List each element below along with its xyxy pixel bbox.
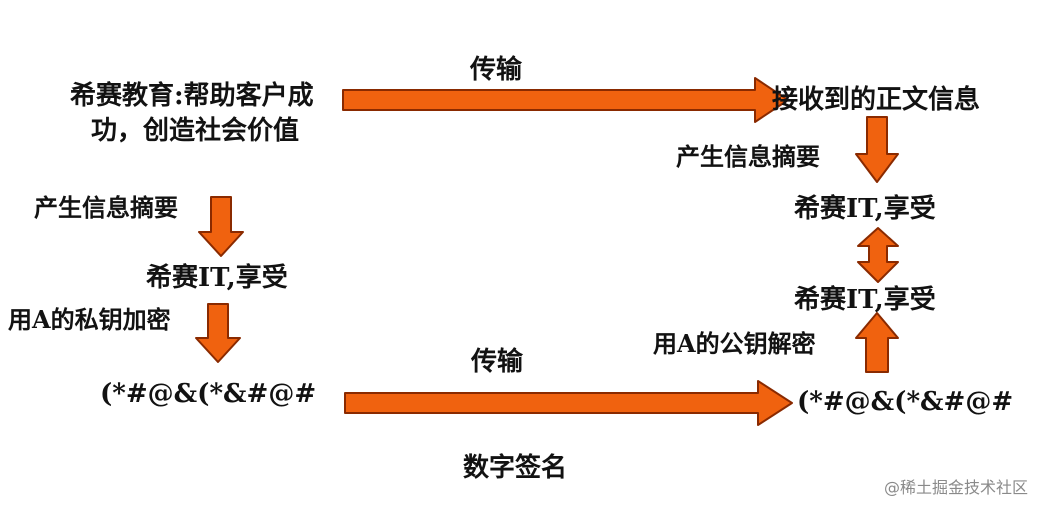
ciphertext-right: (*#@&(*&#@# bbox=[797, 387, 1014, 417]
message-digest-left: 希赛IT,享受 bbox=[146, 263, 288, 293]
computed-digest-right: 希赛IT,享受 bbox=[794, 194, 936, 224]
decrypt-public-key-label: 用A的公钥解密 bbox=[653, 329, 816, 358]
original-message-line-1: 希赛教育:帮助客户成 bbox=[70, 81, 314, 111]
original-message-line-2: 功，创造社会价值 bbox=[91, 116, 300, 146]
ciphertext-left: (*#@&(*&#@# bbox=[100, 379, 317, 409]
down-arrow-left-2 bbox=[195, 303, 241, 363]
digital-signature-caption: 数字签名 bbox=[463, 453, 568, 483]
down-arrow-left-1 bbox=[198, 196, 244, 257]
down-arrow-right bbox=[855, 116, 899, 183]
encrypt-private-key-label: 用A的私钥加密 bbox=[8, 305, 171, 334]
generate-digest-label-right: 产生信息摘要 bbox=[676, 142, 820, 171]
transfer-label-bottom: 传输 bbox=[471, 347, 524, 377]
transfer-label-top: 传输 bbox=[470, 55, 523, 85]
received-message: 接收到的正文信息 bbox=[772, 85, 981, 115]
decrypted-digest-right: 希赛IT,享受 bbox=[794, 285, 936, 315]
transfer-arrow-top bbox=[342, 77, 789, 123]
compare-double-arrow bbox=[857, 227, 899, 283]
up-arrow-right bbox=[855, 312, 899, 373]
watermark: @稀土掘金技术社区 bbox=[883, 478, 1028, 497]
transfer-arrow-bottom bbox=[344, 380, 793, 426]
generate-digest-label-left: 产生信息摘要 bbox=[34, 193, 178, 222]
